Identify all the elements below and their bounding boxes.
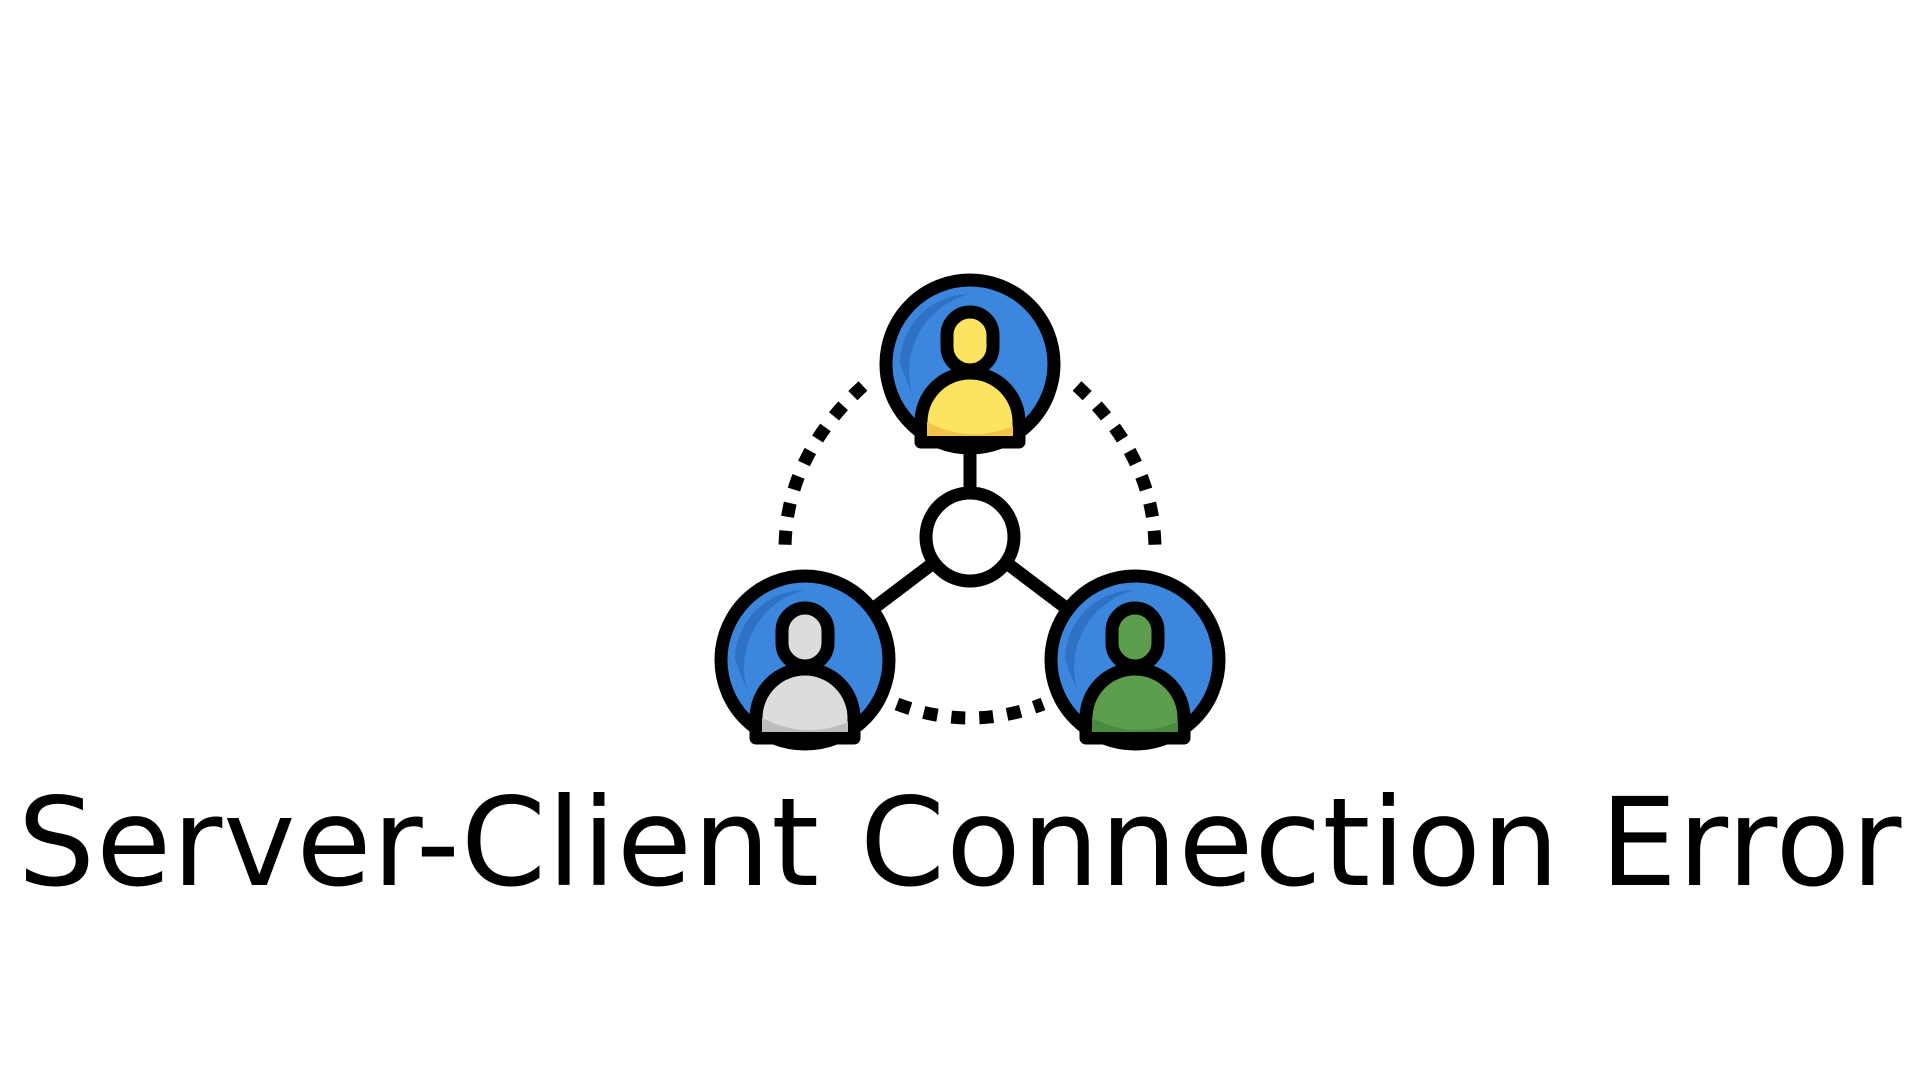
hub-node [919,486,1021,588]
user-node-left [714,569,896,751]
network-diagram [714,273,1226,751]
user-node-top [879,273,1061,455]
dotted-arc-left [778,381,868,551]
error-title: Server-Client Connection Error [17,772,1903,914]
network-users-icon [700,262,1240,762]
dotted-arc-right [1072,381,1162,551]
user-node-right [1044,569,1226,751]
dotted-connections [778,381,1162,725]
dotted-arc-bottom [894,697,1046,725]
